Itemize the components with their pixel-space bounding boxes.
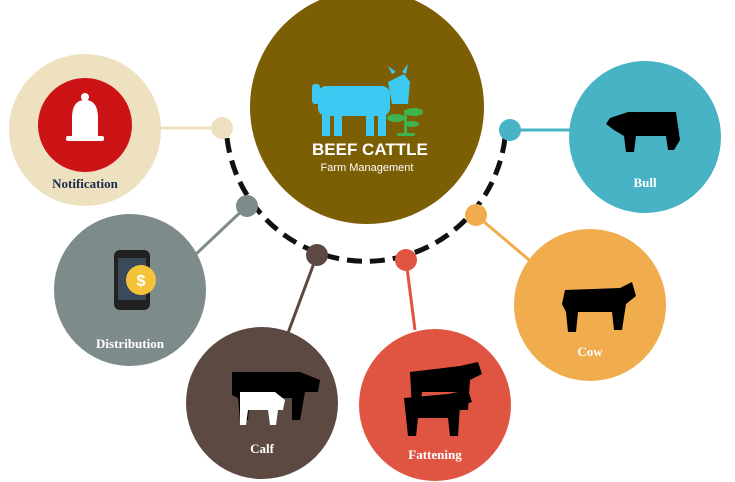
hub-title: BEEF CATTLE <box>312 140 428 159</box>
dot-fattening <box>395 249 417 271</box>
dot-bull <box>499 119 521 141</box>
phone-dollar-icon: $ <box>114 250 156 310</box>
label-calf: Calf <box>250 441 274 456</box>
label-cow: Cow <box>577 344 603 359</box>
connector-distribution <box>193 204 249 257</box>
bell-icon <box>66 93 104 141</box>
label-distribution: Distribution <box>96 336 164 351</box>
dot-notification <box>211 117 233 139</box>
dot-distribution <box>236 195 258 217</box>
cow-icon <box>562 282 636 332</box>
bull-icon <box>606 112 680 152</box>
label-bull: Bull <box>633 175 657 190</box>
node-bull-circle <box>569 61 721 213</box>
label-fattening: Fattening <box>408 447 462 462</box>
connector-fattening <box>404 259 417 331</box>
two-cows-icon <box>404 362 482 436</box>
dot-calf <box>306 244 328 266</box>
svg-text:$: $ <box>137 273 146 290</box>
label-notification: Notification <box>52 176 118 191</box>
hub-subtitle: Farm Management <box>320 162 414 174</box>
calf-icon <box>232 372 320 425</box>
hub-cow-icon <box>312 64 410 136</box>
sprout-icon <box>387 108 423 136</box>
connector-cow <box>475 213 536 267</box>
dot-cow <box>465 204 487 226</box>
connector-calf <box>286 254 319 334</box>
